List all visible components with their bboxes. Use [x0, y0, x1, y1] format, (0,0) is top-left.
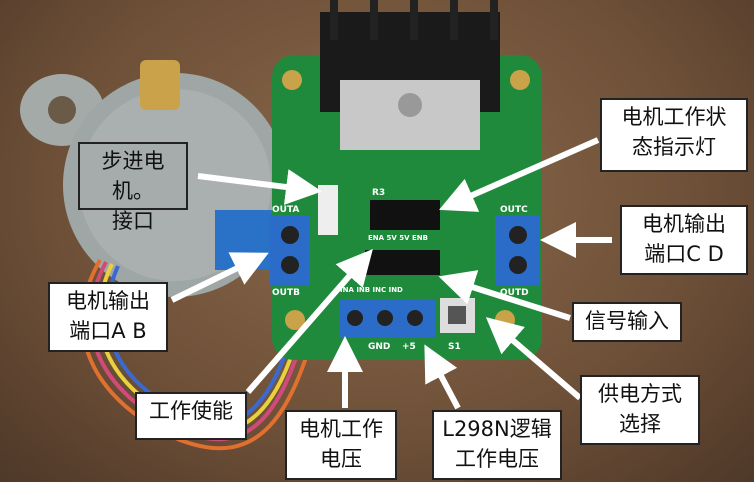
r3-print: R3	[372, 188, 386, 198]
label-output-ab: 电机输出端口A B	[48, 282, 168, 352]
label-stepper-port: 步进电机。接口	[78, 142, 188, 233]
v5-print: +5	[402, 342, 416, 352]
outd-print: OUTD	[500, 288, 529, 298]
s1-print: S1	[448, 342, 461, 352]
label-status-led: 电机工作状态指示灯	[600, 98, 748, 172]
outa-print: OUTA	[272, 205, 300, 215]
outc-print: OUTC	[500, 205, 528, 215]
pins-print: ENA 5V 5V ENB	[368, 234, 428, 242]
label-motor-voltage: 电机工作电压	[285, 410, 397, 480]
label-power-select: 供电方式选择	[580, 375, 700, 445]
gnd-print: GND	[368, 342, 391, 352]
inputs-print: INA INB INC IND	[340, 286, 403, 294]
outb-print: OUTB	[272, 288, 300, 298]
label-enable: 工作使能	[135, 392, 247, 440]
label-signal-input: 信号输入	[572, 302, 682, 342]
label-output-cd: 电机输出端口C D	[620, 205, 748, 275]
label-logic-voltage: L298N逻辑工作电压	[432, 410, 562, 480]
annotation-arrows	[170, 137, 612, 410]
